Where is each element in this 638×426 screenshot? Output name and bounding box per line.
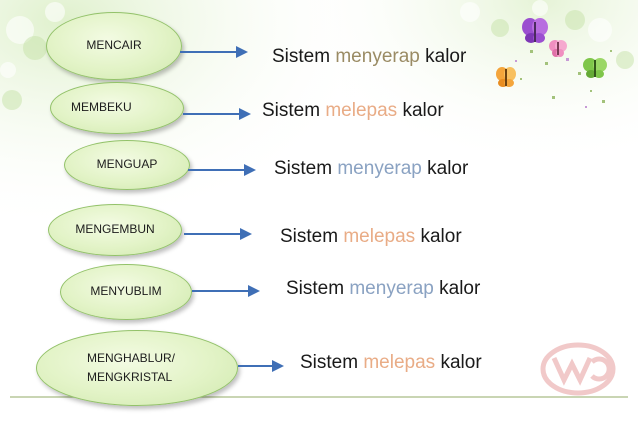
process-label-line1: MENGHABLUR/	[87, 350, 176, 365]
statement-prefix: Sistem	[262, 100, 321, 121]
sparkle-background	[0, 0, 612, 78]
statement-1: Sistem menyerap kalor	[272, 46, 466, 68]
statement-prefix: Sistem	[286, 278, 345, 299]
process-mengembun: MENGEMBUN	[48, 204, 182, 256]
arrow-icon	[183, 108, 251, 120]
butterfly-orange	[496, 67, 516, 87]
arrow-icon	[238, 360, 284, 372]
statement-verb: menyerap	[335, 46, 420, 67]
arrow-icon	[184, 228, 252, 240]
butterfly-purple	[522, 18, 548, 43]
statement-prefix: Sistem	[272, 46, 331, 67]
process-label-line2: MENGKRISTAL	[87, 370, 173, 384]
statement-verb: melepas	[343, 226, 416, 247]
statement-verb: menyerap	[349, 278, 434, 299]
statement-suffix: kalor	[425, 46, 467, 67]
statement-suffix: kalor	[427, 158, 469, 179]
statement-verb: menyerap	[337, 158, 422, 179]
statement-suffix: kalor	[440, 352, 482, 373]
statement-6: Sistem melepas kalor	[300, 352, 482, 374]
arrow-icon	[180, 46, 248, 58]
statement-5: Sistem menyerap kalor	[286, 278, 480, 300]
butterfly-green	[583, 58, 607, 78]
statement-suffix: kalor	[420, 226, 462, 247]
arrow-icon	[192, 285, 260, 297]
statement-prefix: Sistem	[300, 352, 359, 373]
statement-prefix: Sistem	[280, 226, 339, 247]
logo-watermark	[540, 342, 616, 396]
butterfly-pink	[549, 40, 567, 57]
process-mencair: MENCAIR	[46, 12, 182, 80]
process-membeku: MEMBEKU	[50, 82, 184, 134]
process-label: MENCAIR	[86, 38, 142, 53]
statement-prefix: Sistem	[274, 158, 333, 179]
statement-suffix: kalor	[439, 278, 481, 299]
statement-suffix: kalor	[402, 100, 444, 121]
statement-3: Sistem menyerap kalor	[274, 158, 468, 180]
statement-verb: melepas	[363, 352, 436, 373]
process-label: MEMBEKU	[71, 100, 132, 115]
statement-verb: melepas	[325, 100, 398, 121]
process-label: MENGUAP	[96, 157, 158, 172]
process-menghablur: MENGHABLUR/ MENGKRISTAL	[36, 330, 238, 406]
process-label: MENGHABLUR/ MENGKRISTAL	[87, 349, 175, 387]
arrow-icon	[188, 164, 256, 176]
process-label: MENGEMBUN	[75, 222, 155, 237]
statement-4: Sistem melepas kalor	[280, 226, 462, 248]
process-label: MENYUBLIM	[90, 284, 162, 299]
process-menguap: MENGUAP	[64, 140, 190, 190]
statement-2: Sistem melepas kalor	[262, 100, 444, 122]
process-menyublim: MENYUBLIM	[60, 264, 192, 320]
